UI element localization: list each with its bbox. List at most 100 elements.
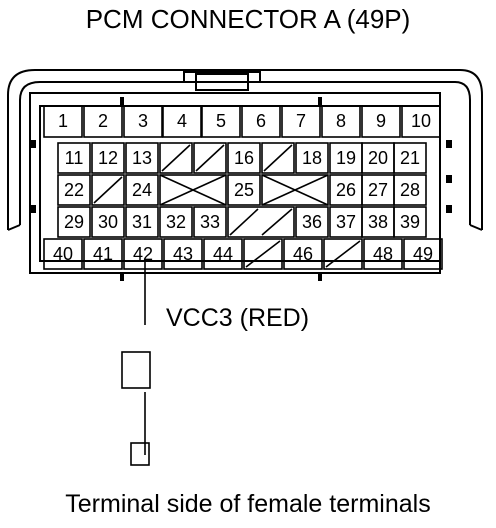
- terminal-cell: [193, 142, 227, 174]
- terminal-number: 8: [336, 111, 346, 131]
- blank-slot-mark: [325, 240, 361, 268]
- terminal-number: 40: [53, 244, 73, 264]
- terminal-number: 4: [177, 111, 187, 131]
- terminal-cell: [193, 206, 227, 238]
- wire-label: VCC3 (RED): [166, 304, 310, 332]
- terminal-number: 24: [132, 180, 152, 200]
- blank-slot-mark: [195, 144, 225, 172]
- terminal-cell: [43, 238, 83, 270]
- terminal-cell: [83, 105, 123, 138]
- terminal-cell: [295, 142, 329, 174]
- terminal-cell: [283, 238, 323, 270]
- terminal-cell: [125, 142, 159, 174]
- terminal-number: 26: [336, 180, 356, 200]
- terminal-cell: [403, 238, 443, 270]
- terminal-cell: [393, 206, 427, 238]
- blank-slot-mark: [245, 240, 281, 268]
- terminal-number: 39: [400, 212, 420, 232]
- blank-slot-mark: [261, 208, 293, 236]
- terminal-cell: [401, 105, 441, 138]
- terminal-number: 46: [293, 244, 313, 264]
- terminal-number: 29: [64, 212, 84, 232]
- terminal-number: 2: [98, 111, 108, 131]
- terminal-number: 43: [173, 244, 193, 264]
- terminal-cell: [261, 174, 329, 206]
- terminal-number: 33: [200, 212, 220, 232]
- terminal-cell: [91, 174, 125, 206]
- blank-slot-mark: [261, 174, 329, 206]
- terminal-cell: [393, 174, 427, 206]
- terminal-number: 32: [166, 212, 186, 232]
- terminal-number: 37: [336, 212, 356, 232]
- terminal-cell: [57, 174, 91, 206]
- connector-shell: [7, 69, 483, 230]
- terminal-cell: [227, 142, 261, 174]
- terminal-cell: [241, 105, 281, 138]
- terminal-number: 1: [58, 111, 68, 131]
- terminal-number: 38: [368, 212, 388, 232]
- terminal-number: 28: [400, 180, 420, 200]
- terminal-number: 31: [132, 212, 152, 232]
- terminal-cell: [125, 174, 159, 206]
- terminal-cell: [163, 238, 203, 270]
- blank-slot-mark: [93, 176, 123, 204]
- terminal-number: 22: [64, 180, 84, 200]
- terminal-number: 20: [368, 148, 388, 168]
- terminal-number: 9: [376, 111, 386, 131]
- terminal-number: 11: [65, 148, 84, 168]
- terminal-number: 41: [93, 244, 113, 264]
- terminal-cell: [123, 105, 163, 138]
- terminal-number: 49: [413, 244, 433, 264]
- terminal-number: 19: [336, 148, 356, 168]
- terminal-cell: [159, 206, 193, 238]
- terminal-number: 18: [302, 148, 322, 168]
- terminal-cell: [57, 142, 91, 174]
- terminal-cell: [363, 238, 403, 270]
- terminal-cell: [323, 238, 363, 270]
- terminal-cell: [227, 174, 261, 206]
- terminal-number: 42: [133, 244, 153, 264]
- terminal-cell: [57, 206, 91, 238]
- blank-slot-mark: [229, 208, 259, 236]
- terminal-cell: [321, 105, 361, 138]
- terminal-cell: [159, 174, 227, 206]
- terminal-cell: [393, 142, 427, 174]
- terminal-cell: [203, 238, 243, 270]
- terminal-number: 27: [368, 180, 388, 200]
- terminal-cell: [159, 142, 193, 174]
- terminal-number: 44: [213, 244, 233, 264]
- terminal-cell: [227, 206, 295, 238]
- lock-tab: [183, 71, 261, 82]
- terminal-cell: [295, 206, 329, 238]
- terminal-number: 21: [400, 148, 420, 168]
- terminal-number: 10: [411, 111, 431, 131]
- terminal-number: 30: [98, 212, 118, 232]
- terminal-cell: [91, 142, 125, 174]
- terminal-cell: [243, 238, 283, 270]
- terminal-cell: [261, 142, 295, 174]
- terminal-cell: [83, 238, 123, 270]
- terminal-number: 13: [132, 148, 152, 168]
- terminal-number: 48: [373, 244, 393, 264]
- terminal-cell: [361, 105, 401, 138]
- terminal-number: 36: [302, 212, 322, 232]
- terminal-grid: [43, 105, 443, 270]
- blank-slot-mark: [263, 144, 293, 172]
- diagram-footer: Terminal side of female terminals: [65, 490, 431, 518]
- probe-tip: [130, 442, 150, 466]
- terminal-cell: [162, 105, 202, 138]
- terminal-number: 5: [216, 111, 226, 131]
- blank-slot-mark: [159, 174, 227, 206]
- terminal-cell: [43, 105, 83, 138]
- terminal-number: 6: [256, 111, 266, 131]
- terminal-cell: [123, 238, 163, 270]
- terminal-number: 12: [98, 148, 118, 168]
- terminal-cell: [91, 206, 125, 238]
- diagram-title: PCM CONNECTOR A (49P): [85, 4, 411, 34]
- terminal-number: 16: [234, 148, 254, 168]
- blank-slot-mark: [161, 144, 191, 172]
- terminal-number: 25: [234, 180, 254, 200]
